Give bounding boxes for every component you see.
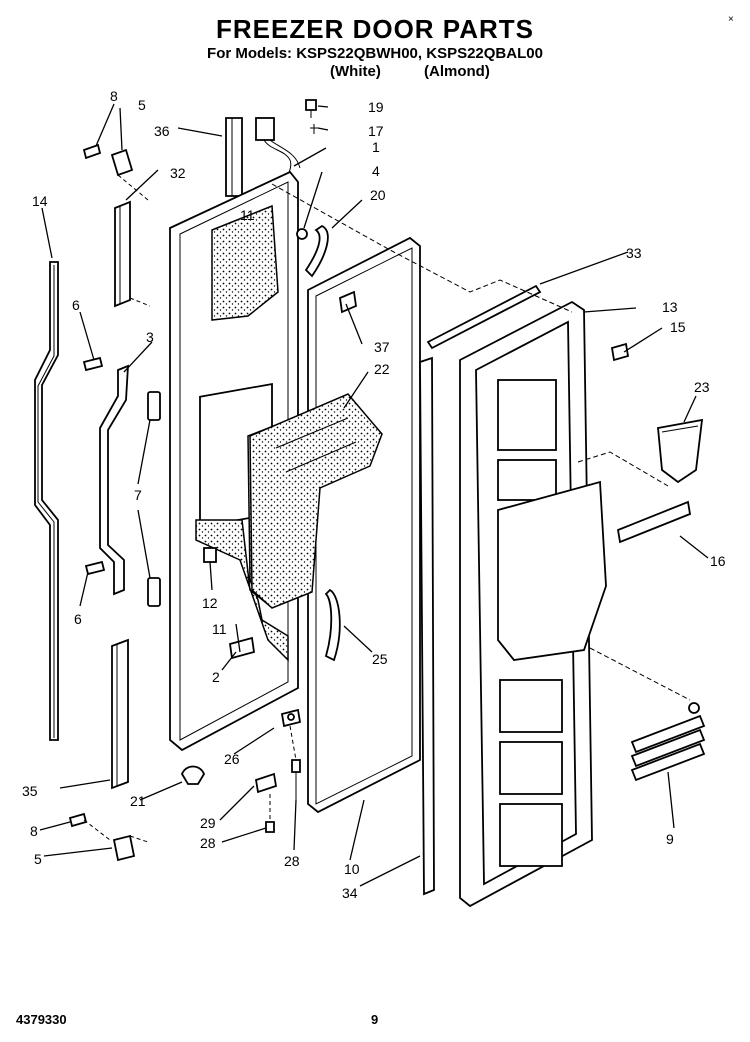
screw-15 [610, 342, 630, 362]
callout-11-lower: 11 [212, 621, 227, 637]
callout-5-lower: 5 [34, 851, 42, 867]
callout-28-left: 28 [200, 835, 216, 851]
callout-6-upper: 6 [72, 297, 80, 313]
clip-12 [203, 547, 217, 563]
cap-5-lower [112, 834, 136, 862]
cap-5-upper [110, 148, 134, 177]
clip-7-lower [147, 577, 161, 607]
tube-20 [304, 224, 329, 278]
callout-35: 35 [22, 783, 38, 799]
fitting-4 [296, 228, 308, 240]
callout-6-lower: 6 [74, 611, 82, 627]
callout-12: 12 [202, 595, 218, 611]
hinge-pin-29 [254, 772, 278, 794]
callout-13: 13 [662, 299, 678, 315]
callout-16: 16 [710, 553, 726, 569]
channel-35 [111, 638, 129, 790]
callout-3: 3 [146, 329, 154, 345]
callout-37: 37 [374, 339, 390, 355]
screw-8-lower [68, 812, 88, 828]
callout-15: 15 [670, 319, 686, 335]
callout-7: 7 [134, 487, 142, 503]
variant-white: (White) [330, 63, 381, 80]
page-title: FREEZER DOOR PARTS [216, 14, 534, 44]
callout-19: 19 [368, 99, 384, 115]
screw-6-upper [82, 356, 104, 372]
callout-25: 25 [372, 651, 388, 667]
wire-harness [255, 117, 301, 191]
shelves-9 [630, 702, 706, 782]
trim-strip-34 [419, 356, 435, 896]
leader-lines [39, 103, 709, 887]
screw-28-right [291, 759, 301, 800]
callout-10: 10 [344, 861, 360, 877]
callout-32: 32 [170, 165, 186, 181]
rail-16 [616, 500, 692, 544]
model-list: For Models: KSPS22QBWH00, KSPS22QBAL00 [207, 45, 543, 62]
outer-door-13 [459, 300, 607, 908]
hinge-26 [280, 708, 302, 728]
bolt-19 [305, 99, 317, 118]
callout-14: 14 [32, 193, 48, 209]
callout-2: 2 [212, 669, 220, 685]
part-37 [339, 290, 357, 314]
chute-23 [657, 418, 704, 484]
post-36 [225, 117, 243, 197]
callout-9: 9 [666, 831, 674, 847]
callout-26: 26 [224, 751, 240, 767]
callout-17: 17 [368, 123, 384, 139]
callout-1: 1 [372, 139, 380, 155]
screw-28-left [265, 821, 275, 833]
trim-strip-14 [34, 261, 59, 741]
callout-23: 23 [694, 379, 710, 395]
callout-5-upper: 5 [138, 97, 146, 113]
clip-17 [310, 124, 318, 134]
foot-21 [180, 765, 206, 785]
callout-labels: 8 5 36 19 17 1 4 20 32 14 11 33 13 15 6 … [22, 88, 726, 901]
callout-29: 29 [200, 815, 216, 831]
insulation-22 [249, 393, 383, 609]
guide-lines [83, 174, 691, 843]
tube-25 [324, 588, 341, 662]
variant-almond: (Almond) [424, 63, 490, 80]
callout-21: 21 [130, 793, 146, 809]
page-number: 9 [371, 1012, 379, 1027]
strip-33 [426, 284, 542, 350]
callout-8-lower: 8 [30, 823, 38, 839]
corner-mark: × [728, 14, 734, 25]
handle-bracket-3 [99, 364, 129, 596]
gasket-10 [307, 236, 421, 814]
clip-7-upper [147, 391, 161, 421]
callout-22: 22 [374, 361, 390, 377]
callout-4: 4 [372, 163, 380, 179]
callout-8-upper: 8 [110, 88, 118, 104]
screw-6-lower [84, 560, 106, 576]
callout-20: 20 [370, 187, 386, 203]
callout-33: 33 [626, 245, 642, 261]
screw-8-upper [82, 143, 102, 160]
callout-36: 36 [154, 123, 170, 139]
document-number: 4379330 [16, 1012, 67, 1027]
callout-11-upper: 11 [240, 207, 255, 223]
callout-28-right: 28 [284, 853, 300, 869]
callout-34: 34 [342, 885, 358, 901]
channel-32 [114, 200, 131, 308]
